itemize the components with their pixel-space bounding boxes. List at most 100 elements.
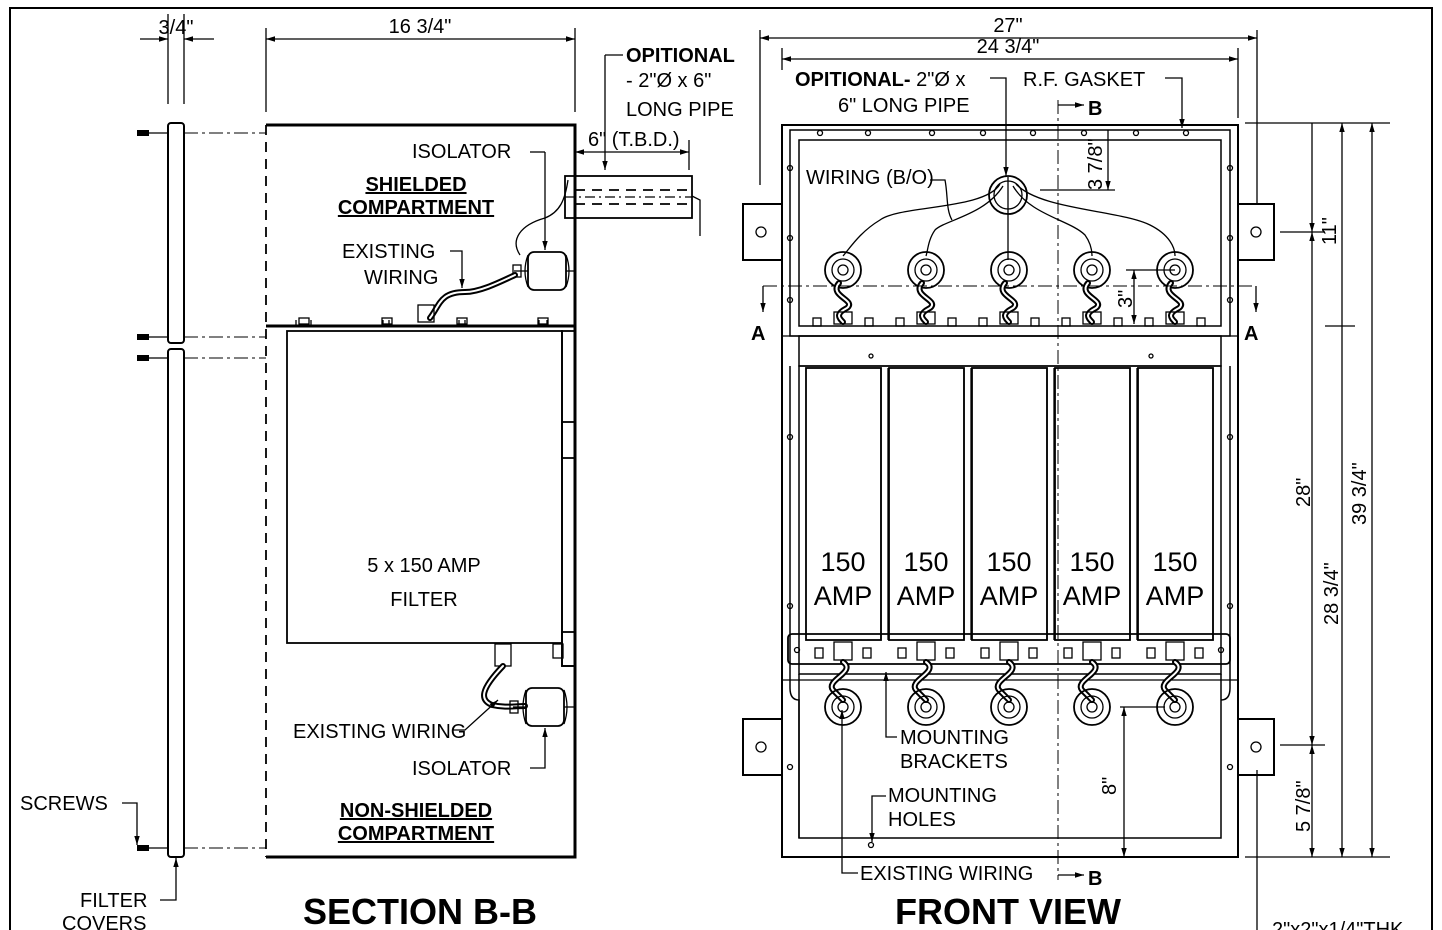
filter-amps-label-3: AMP	[980, 581, 1039, 611]
isolator-bottom-label: ISOLATOR	[412, 758, 511, 780]
filter-cover-lower	[167, 348, 185, 858]
terminal-stud	[1003, 264, 1015, 276]
filter-amps-5: 150	[1152, 547, 1197, 577]
terminal-ring-inner	[997, 258, 1021, 282]
filter-amps-label-1: AMP	[814, 581, 873, 611]
screws-label: SCREWS	[20, 793, 108, 815]
terminal-ring	[907, 688, 945, 726]
terminal-cable-core	[913, 661, 931, 701]
filter-amps-1: 150	[820, 547, 865, 577]
terminal-nut	[1061, 317, 1071, 327]
nonshielded-label-1: NON-SHIELDED	[340, 800, 492, 822]
gasket-stud	[1182, 129, 1190, 137]
filter-module: 150 AMP	[888, 367, 972, 641]
opt-pipe-line3: LONG PIPE	[626, 99, 734, 121]
filter-covers-label-1: FILTER	[80, 890, 147, 912]
terminal-nut	[864, 317, 874, 327]
terminal-ring-inner	[1080, 695, 1104, 719]
terminal-nut	[1196, 317, 1206, 327]
bracket-nut	[814, 647, 824, 659]
door-screws	[137, 130, 168, 851]
side-holes	[786, 433, 1234, 849]
existing-wiring-bottom-label: EXISTING WIRING	[293, 721, 466, 743]
terminal-nut	[1113, 317, 1123, 327]
terminal-nut	[1144, 317, 1154, 327]
optional-pipe-section: 6" (T.B.D.) OPITIONAL - 2"Ø x 6" LONG PI…	[564, 45, 735, 236]
terminal-lug	[833, 311, 853, 325]
gasket-stud	[1132, 129, 1140, 137]
bracket-lug	[999, 641, 1019, 661]
bracket-lug	[1082, 641, 1102, 661]
dim-label-27: 27"	[993, 15, 1022, 37]
terminal-ring	[990, 251, 1028, 289]
terminal-cable-core	[1084, 282, 1100, 323]
gasket-stud	[1226, 234, 1234, 242]
opt-pipe-front-rest: 2"Ø x	[911, 69, 966, 91]
gasket-stud	[816, 129, 824, 137]
front-view-title: FRONT VIEW	[895, 891, 1121, 930]
shielded-label-2: COMPARTMENT	[338, 197, 494, 219]
opt-pipe-title: OPITIONAL	[626, 45, 735, 67]
existing-wiring-top-2: WIRING	[364, 267, 438, 289]
dim-depth: 16 3/4"	[265, 16, 576, 112]
opt-pipe-line2: - 2"Ø x 6"	[626, 70, 711, 92]
gasket-stud	[1080, 129, 1088, 137]
bracket-nut	[1028, 647, 1038, 659]
section-a-left: A	[751, 323, 765, 345]
terminal-lug	[916, 311, 936, 325]
terminal-stud	[837, 701, 849, 713]
existing-wiring-front-label: EXISTING WIRING	[860, 863, 1033, 885]
section-b-bottom: B	[1088, 868, 1102, 890]
terminal-cable-core	[830, 661, 848, 701]
terminal-cable-core	[918, 282, 934, 323]
terminal-cable-core	[1001, 282, 1017, 323]
bracket-nut	[1063, 647, 1073, 659]
terminal-cable-core	[1162, 661, 1180, 701]
wiring-bo: WIRING (B/O)	[806, 167, 1176, 260]
terminal-ring	[1073, 688, 1111, 726]
bracket-nut	[1194, 647, 1204, 659]
filter-module: 150 AMP	[805, 367, 889, 641]
terminal-lug	[999, 311, 1019, 325]
wiring-bo-label: WIRING (B/O)	[806, 167, 934, 189]
gasket-stud	[979, 129, 987, 137]
dim-label-8: 8"	[1099, 777, 1121, 795]
filter-amps-label-4: AMP	[1063, 581, 1122, 611]
dim-label-3-7-8: 3 7/8"	[1085, 138, 1107, 190]
terminal-cable-core	[835, 282, 851, 323]
section-b-b-view: 3/4" 16 3/4"	[20, 14, 735, 930]
terminal-lug	[1082, 311, 1102, 325]
bracket-nut	[897, 647, 907, 659]
mounting-tabs	[742, 203, 1275, 776]
terminal-nut	[812, 317, 822, 327]
terminal-nut	[895, 317, 905, 327]
terminal-ring-inner	[914, 258, 938, 282]
sheet-border	[9, 7, 1433, 930]
filter-amps-label-5: AMP	[1146, 581, 1205, 611]
opt-pipe-front-bold: OPITIONAL-	[795, 69, 911, 91]
terminal-ring	[1073, 251, 1111, 289]
section-b-b-title: SECTION B-B	[303, 891, 537, 930]
dim-door-thickness: 3/4"	[140, 14, 214, 104]
gasket-stud	[1029, 129, 1037, 137]
terminal-nut	[947, 317, 957, 327]
dim-label-3-4: 3/4"	[159, 17, 194, 39]
filter-covers-label-2: COVERS	[62, 913, 146, 930]
bracket-nut	[862, 647, 872, 659]
terminal-nut	[978, 317, 988, 327]
filter-amps-label-2: AMP	[897, 581, 956, 611]
filter-amps-2: 150	[903, 547, 948, 577]
nonshielded-label-2: COMPARTMENT	[338, 823, 494, 845]
gasket-stud	[786, 164, 794, 172]
terminal-ring-inner	[914, 695, 938, 719]
terminal-stud	[920, 264, 932, 276]
mounting-brackets-label-2: BRACKETS	[900, 751, 1008, 773]
partition-studs	[295, 317, 549, 326]
mounting-holes-label-2: HOLES	[888, 809, 956, 831]
bracket-lug	[1165, 641, 1185, 661]
terminal-lug	[1165, 311, 1185, 325]
enclosure-front	[781, 124, 1239, 858]
filter-label-line1: 5 x 150 AMP	[367, 555, 480, 577]
mounting-brackets-label-1: MOUNTING	[900, 727, 1009, 749]
